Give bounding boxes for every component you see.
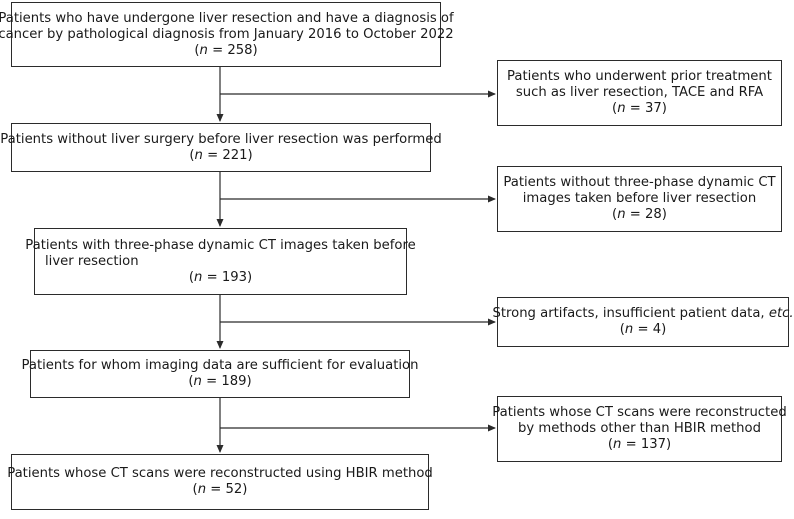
box-with-ct-line-2: liver resection bbox=[45, 253, 139, 269]
box-artifacts-count: (n = 4) bbox=[619, 322, 667, 337]
box-other-methods-line-2: by methods other than HBIR method bbox=[518, 421, 761, 436]
box-hbir-count: (n = 52) bbox=[192, 482, 248, 497]
box-with-ct-count: (n = 193) bbox=[188, 269, 253, 285]
box-no-prior-surgery: Patients without liver surgery before li… bbox=[0, 123, 442, 172]
box-prior-treatment: Patients who underwent prior treatment s… bbox=[497, 60, 782, 126]
box-prior-treatment-line-2: such as liver resection, TACE and RFA bbox=[515, 85, 764, 100]
box-sufficient-data-line-1: Patients for whom imaging data are suffi… bbox=[21, 358, 419, 373]
box-start-line-1: Patients who have undergone liver resect… bbox=[0, 10, 454, 26]
box-sufficient-data: Patients for whom imaging data are suffi… bbox=[22, 350, 418, 398]
box-other-methods-line-1: Patients whose CT scans were reconstruct… bbox=[492, 405, 787, 420]
box-prior-treatment-line-1: Patients who underwent prior treatment bbox=[507, 69, 772, 84]
box-other-methods-count: (n = 137) bbox=[607, 437, 672, 452]
box-no-ct-line-1: Patients without three-phase dynamic CT bbox=[503, 175, 776, 190]
box-hbir: Patients whose CT scans were reconstruct… bbox=[7, 454, 433, 510]
box-no-ct-line-2: images taken before liver resection bbox=[522, 191, 757, 206]
box-hbir-line-1: Patients whose CT scans were reconstruct… bbox=[7, 466, 433, 481]
box-other-methods: Patients whose CT scans were reconstruct… bbox=[492, 396, 787, 462]
box-start-count: (n = 258) bbox=[194, 42, 258, 58]
box-no-prior-surgery-count: (n = 221) bbox=[189, 147, 253, 163]
box-artifacts: Strong artifacts, insufficient patient d… bbox=[492, 297, 794, 347]
box-with-ct-line-1: Patients with three-phase dynamic CT ima… bbox=[25, 237, 416, 253]
box-start-line-2: cancer by pathological diagnosis from Ja… bbox=[0, 26, 454, 42]
box-artifacts-line-1: Strong artifacts, insufficient patient d… bbox=[492, 306, 794, 321]
box-with-ct: Patients with three-phase dynamic CT ima… bbox=[25, 228, 416, 295]
box-no-ct: Patients without three-phase dynamic CT … bbox=[497, 166, 782, 232]
box-artifacts-etc: etc. bbox=[768, 306, 794, 321]
box-no-prior-surgery-line-1: Patients without liver surgery before li… bbox=[0, 131, 442, 147]
box-no-ct-count: (n = 28) bbox=[612, 207, 667, 222]
box-start: Patients who have undergone liver resect… bbox=[0, 2, 454, 67]
box-sufficient-data-count: (n = 189) bbox=[188, 374, 252, 389]
box-prior-treatment-count: (n = 37) bbox=[612, 101, 667, 116]
